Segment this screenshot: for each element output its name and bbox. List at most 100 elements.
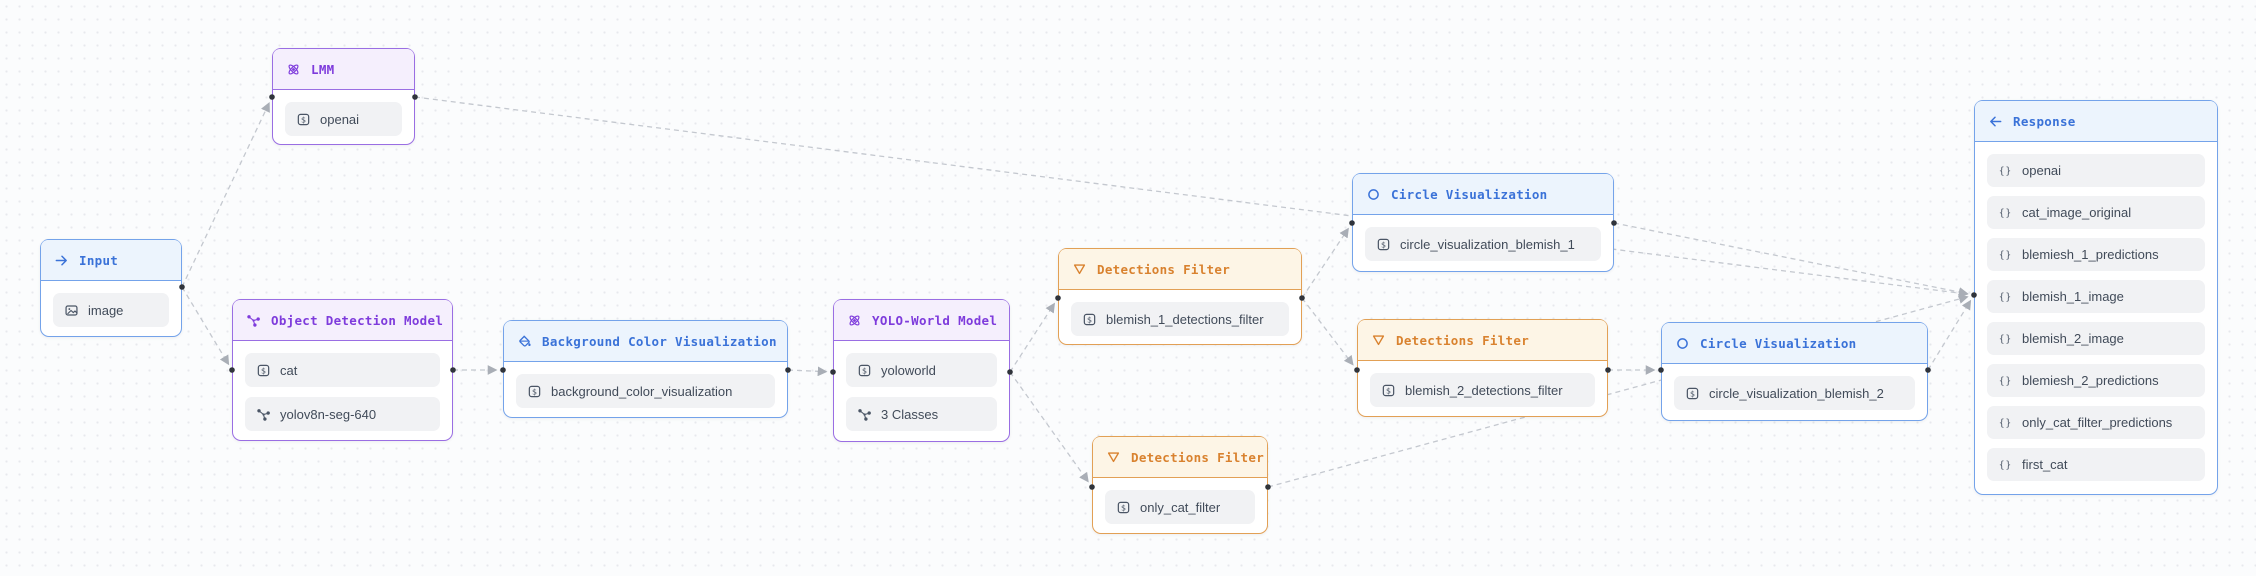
node-item-label: circle_visualization_blemish_1 [1400,236,1575,252]
node-item-label: blemish_1_image [2022,289,2124,304]
node-detections-filter-blemish-1[interactable]: Detections Filter $blemish_1_detections_f… [1058,248,1302,345]
edge-circle-visualization-blemish-2--response [1927,299,1972,371]
node-item-label: blemish_2_detections_filter [1405,382,1563,398]
node-object-detection-model[interactable]: Object Detection Model $cat yolov8n-seg-64… [232,299,453,441]
funnel-icon [1072,262,1087,277]
node-title: Detections Filter [1396,332,1530,348]
node-detections-filter-only-cat[interactable]: Detections Filter $only_cat_filter [1092,436,1268,534]
node-title: Detections Filter [1131,449,1265,465]
paint-bucket-icon [517,334,532,349]
svg-text:$: $ [532,387,537,396]
node-item-label: openai [320,111,360,127]
node-item-blemish-1-detections-filter[interactable]: $blemish_1_detections_filter [1071,302,1289,336]
node-title: Object Detection Model [271,312,444,328]
node-title: Background Color Visualization [542,333,777,349]
node-body: $blemish_2_detections_filter [1358,361,1607,419]
braces-icon: {} [1998,331,2013,346]
node-item-blemish-2-image[interactable]: {} blemish_2_image [1987,322,2205,355]
svg-text:{}: {} [1999,250,2012,261]
node-circle-visualization-blemish-2[interactable]: Circle Visualization $ circle_visualizatio… [1661,322,1928,421]
node-item-label: background_color_visualization [551,383,733,399]
node-body: $ yoloworld 3 Classes [834,341,1009,443]
circle-icon [1675,336,1690,351]
svg-text:{}: {} [1999,208,2012,219]
node-title: Circle Visualization [1700,335,1857,351]
braces-icon: {} [1998,415,2013,430]
svg-text:{}: {} [1999,334,2012,345]
node-item-label: blemish_2_image [2022,331,2124,346]
node-lmm[interactable]: LMM$openai [272,48,415,145]
node-item-label: cat_image_original [2022,205,2132,220]
node-item-openai[interactable]: {} openai [1987,154,2205,187]
node-item-label: blemiesh_1_predictions [2022,247,2159,262]
svg-text:$: $ [1121,503,1126,512]
node-item-circle-visualization-blemish-1[interactable]: $circle_visualization_blemish_1 [1365,227,1601,261]
node-item-first-cat[interactable]: {} first_cat [1987,448,2205,481]
node-header: Circle Visualization [1662,323,1927,364]
circle-icon [1366,187,1381,202]
node-item-blemish-1-image[interactable]: {} blemish_1_image [1987,280,2205,313]
node-header: Object Detection Model [233,300,452,341]
node-item-3-classes[interactable]: 3 Classes [846,397,997,431]
braces-icon: {} [1998,373,2013,388]
node-body: $circle_visualization_blemish_1 [1353,215,1613,273]
node-item-label: openai [2022,163,2062,178]
braces-icon: {} [1998,457,2013,472]
node-header: Detections Filter [1059,249,1301,290]
svg-text:$: $ [862,366,867,375]
dollar-param-icon: $ [1082,312,1097,327]
node-body: {} openai {} cat_image_original {} blemiesh_1… [1975,142,2217,494]
node-item-blemiesh-2-predictions[interactable]: {} blemiesh_2_predictions [1987,364,2205,397]
node-item-circle-visualization-blemish-2[interactable]: $ circle_visualization_blemish_2 [1674,376,1915,410]
node-background-color-visualization[interactable]: Background Color Visualization $ backgroun… [503,320,788,418]
node-yolo-world-model[interactable]: YOLO-World Model $ yoloworld 3 Classes [833,299,1010,442]
node-body: $openai [273,90,414,148]
edge-input--lmm [181,102,270,288]
dollar-param-icon: $ [1685,386,1700,401]
edge-background-color-visualization--yolo-world-model [787,366,828,377]
node-item-yoloworld[interactable]: $ yoloworld [846,353,997,387]
atom-icon [286,62,301,77]
braces-icon: {} [1998,205,2013,220]
svg-text:{}: {} [1999,166,2012,177]
node-detections-filter-blemish-2[interactable]: Detections Filter $blemish_2_detections_f… [1357,319,1608,417]
dollar-param-icon: $ [1116,500,1131,515]
node-item-image[interactable]: image [53,293,169,327]
node-item-label: only_cat_filter_predictions [2022,415,2173,430]
node-item-only-cat-filter[interactable]: $only_cat_filter [1105,490,1255,524]
node-item-openai[interactable]: $openai [285,102,402,136]
node-body: $ background_color_visualization [504,362,787,420]
node-input[interactable]: Input image [40,239,182,337]
network-icon [256,407,271,422]
edge-yolo-world-model--detections-filter-only-cat [1009,371,1089,483]
svg-text:$: $ [1690,389,1695,398]
node-item-label: circle_visualization_blemish_2 [1709,385,1884,401]
node-item-label: 3 Classes [881,406,939,422]
edge-yolo-world-model--detections-filter-blemish-1 [1009,302,1055,373]
node-header: YOLO-World Model [834,300,1009,341]
dollar-param-icon: $ [857,363,872,378]
node-item-label: yoloworld [881,362,936,378]
node-item-yolov8n-seg-640[interactable]: yolov8n-seg-640 [245,397,440,431]
network-icon [857,407,872,422]
node-item-blemiesh-1-predictions[interactable]: {} blemiesh_1_predictions [1987,238,2205,271]
node-header: Circle Visualization [1353,174,1613,215]
node-title: Circle Visualization [1391,186,1548,202]
node-title: Detections Filter [1097,261,1231,277]
node-item-cat[interactable]: $cat [245,353,440,387]
funnel-icon [1106,450,1121,465]
node-circle-visualization-blemish-1[interactable]: Circle Visualization $circle_visualizatio… [1352,173,1614,272]
node-item-only-cat-filter-predictions[interactable]: {} only_cat_filter_predictions [1987,406,2205,439]
arrow-left-icon [1988,114,2003,129]
node-item-blemish-2-detections-filter[interactable]: $blemish_2_detections_filter [1370,373,1595,407]
node-item-label: first_cat [2022,457,2068,472]
node-item-background-color-visualization[interactable]: $ background_color_visualization [516,374,775,408]
node-item-cat-image-original[interactable]: {} cat_image_original [1987,196,2205,229]
braces-icon: {} [1998,289,2013,304]
node-response[interactable]: Response{}openai{}cat_image_original{}bl… [1974,100,2218,495]
node-item-label: blemiesh_2_predictions [2022,373,2159,388]
node-body: image [41,281,181,339]
node-title: Input [79,252,119,268]
